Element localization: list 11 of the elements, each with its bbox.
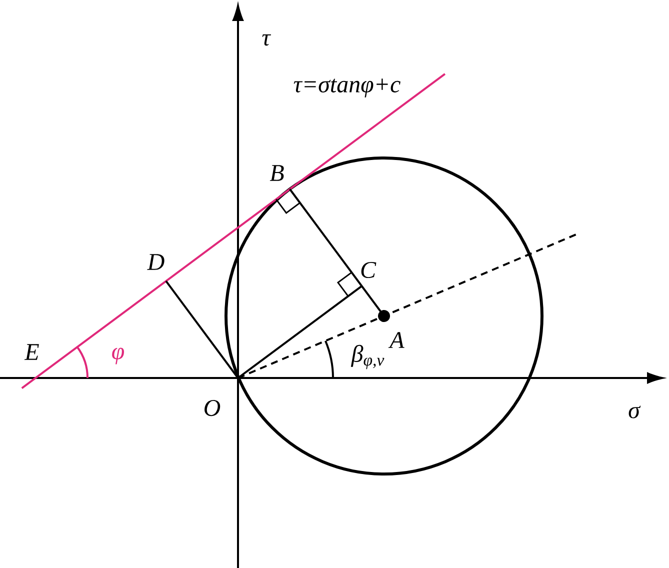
point-label: C xyxy=(361,262,376,278)
angle-label: φ xyxy=(112,348,124,364)
point-label: B xyxy=(270,165,284,181)
point-label: O xyxy=(204,400,220,416)
point-label: D xyxy=(147,254,164,270)
point-label: A xyxy=(388,332,404,348)
formula-label: τ=σtanφ+c xyxy=(294,78,400,98)
angle-label: β$_{φ,ν}$ xyxy=(350,344,384,370)
axis-label: τ xyxy=(262,34,272,46)
point-label: E xyxy=(24,344,39,360)
axis-label: σ xyxy=(628,406,641,418)
